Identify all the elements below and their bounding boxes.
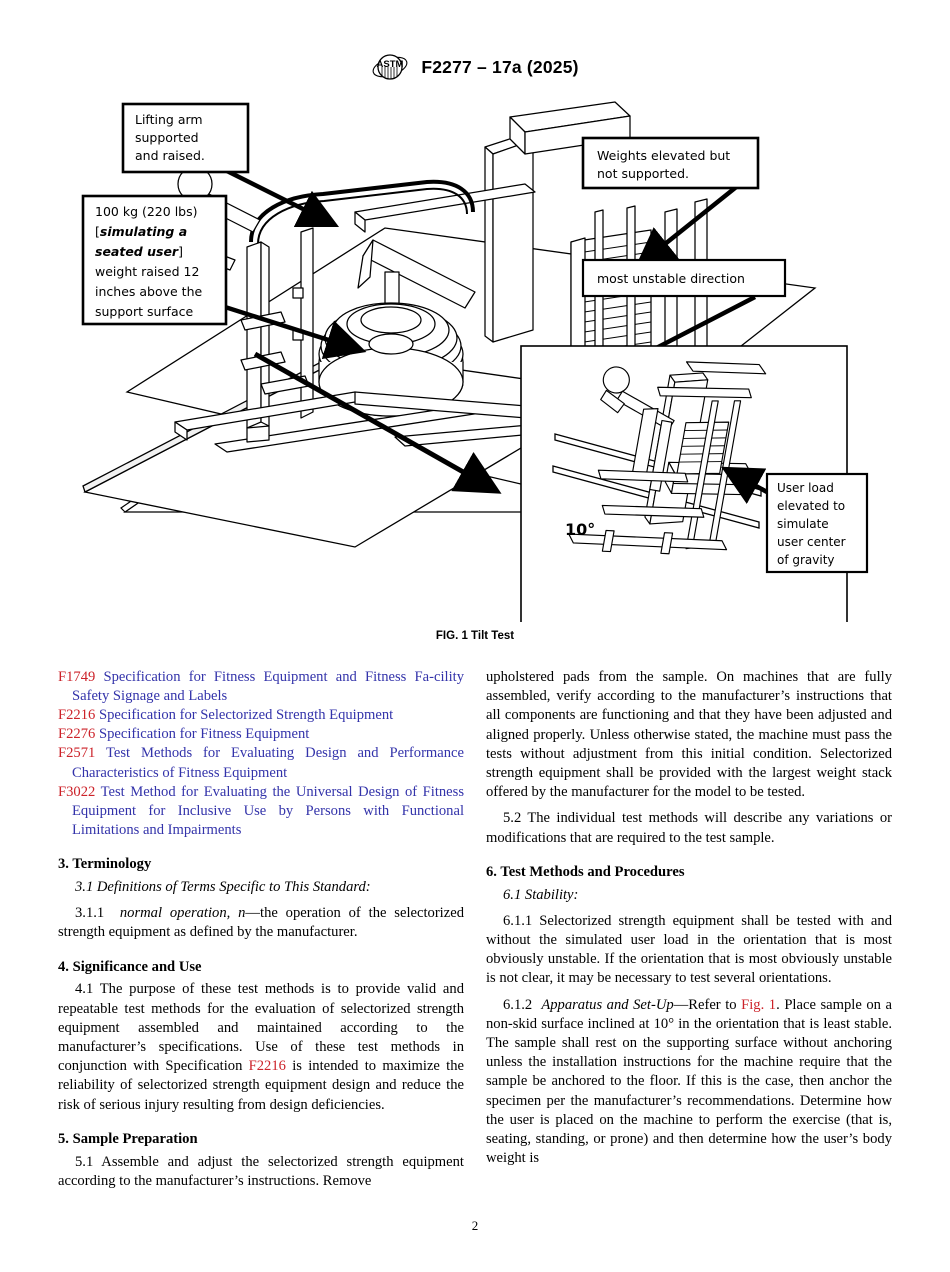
reference-item[interactable]: F2276 Specification for Fitness Equipmen… (58, 725, 464, 744)
callout-lifting-arm-line2: supported (135, 130, 199, 145)
callout-weights-elevated-line2: not supported. (597, 166, 689, 181)
callout-user-load-line1: User load (777, 481, 834, 495)
reference-title[interactable]: Specification for Selectorized Strength … (98, 707, 394, 724)
body-columns: F1749 Specification for Fitness Equipmen… (58, 668, 892, 1191)
callout-user-load-line5: of gravity (777, 553, 835, 567)
figure-reference-link[interactable]: Fig. 1 (741, 996, 777, 1013)
section-heading-test-methods: 6. Test Methods and Procedures (486, 863, 685, 880)
callout-lifting-arm-line3: and raised. (135, 148, 205, 163)
svg-text:ASTM: ASTM (377, 59, 404, 70)
reference-title[interactable]: Test Methods for Evaluating Design and P… (72, 745, 465, 781)
tilt-test-illustration: Lifting arm supported and raised. 100 kg… (81, 101, 869, 622)
figure-1-tilt-test: Lifting arm supported and raised. 100 kg… (55, 92, 895, 622)
paragraph-5-2: 5.2 The individual test methods will des… (486, 810, 892, 846)
callout-user-load-line4: user center (777, 535, 846, 549)
arrow-tilt-direction (253, 351, 502, 494)
callout-weight-line3: seated user] (95, 244, 183, 259)
reference-code[interactable]: F3022 (58, 783, 96, 800)
subsection-title: Apparatus and Set-Up (541, 996, 674, 1013)
right-column: upholstered pads from the sample. On mac… (486, 668, 892, 1191)
reference-item[interactable]: F1749 Specification for Fitness Equipmen… (58, 668, 464, 706)
callout-user-load-line2: elevated to (777, 499, 845, 513)
callout-lifting-arm-line1: Lifting arm (135, 112, 203, 127)
paragraph-text-b: is intended to maximize the reliability … (58, 1058, 464, 1113)
left-column: F1749 Specification for Fitness Equipmen… (58, 668, 464, 1191)
section-heading-terminology: 3. Terminology (58, 855, 152, 872)
paragraph-6-1-2: 6.1.2 Apparatus and Set-Up—Refer to Fig.… (486, 996, 892, 1169)
section-heading-significance: 4. Significance and Use (58, 958, 202, 975)
reference-title[interactable]: Specification for Fitness Equipment (98, 726, 310, 743)
paragraph-text-a: 4.1 The purpose of these test methods is… (58, 981, 464, 1075)
callout-weight-line1: 100 kg (220 lbs) (95, 204, 197, 219)
callout-weight-note: 100 kg (220 lbs) [simulating a seated us… (81, 194, 228, 326)
inline-reference-link[interactable]: F2216 (248, 1058, 286, 1075)
paragraph-text: —the operation of the selectorized stren… (58, 905, 464, 941)
paragraph-4-1: 4.1 The purpose of these test methods is… (58, 980, 464, 1114)
reference-title[interactable]: Specification for Fitness Equipment and … (72, 669, 464, 705)
paragraph-5-1-continued: upholstered pads from the sample. On mac… (486, 669, 892, 801)
page-number: 2 (471, 1218, 479, 1233)
callout-lifting-arm: Lifting arm supported and raised. (121, 102, 250, 174)
paragraph-text-a: —Refer to (673, 996, 742, 1013)
callout-user-load-line3: simulate (777, 517, 829, 531)
callout-weights-elevated: Weights elevated but not supported. (581, 136, 760, 190)
paragraph-number: 3.1.1 (75, 905, 105, 922)
callout-weight-line5: inches above the (95, 284, 202, 299)
reference-item[interactable]: F3022 Test Method for Evaluating the Uni… (58, 783, 464, 840)
callout-most-unstable: most unstable direction (581, 258, 787, 298)
paragraph-5-1: 5.1 Assemble and adjust the selectorized… (58, 1153, 464, 1189)
arrow-weight-note (202, 297, 367, 360)
callout-weights-elevated-line1: Weights elevated but (597, 148, 730, 163)
page-header: ASTM F2277 – 17a (2025) (0, 52, 950, 82)
reference-item[interactable]: F2571 Test Methods for Evaluating Design… (58, 744, 464, 782)
paragraph-3-1-1: 3.1.1 normal operation, n—the operation … (58, 904, 464, 942)
reference-title[interactable]: Test Method for Evaluating the Universal… (72, 783, 465, 838)
inset-tilted-view: 10° User load elevated to simulate user … (520, 345, 869, 622)
astm-logo-icon: ASTM (372, 54, 408, 80)
callout-most-unstable-text: most unstable direction (597, 271, 745, 286)
reference-code[interactable]: F2276 (58, 726, 96, 743)
reference-code[interactable]: F1749 (58, 669, 96, 685)
paragraph-6-1: 6.1 Stability: (503, 886, 579, 903)
defined-term: normal operation, n (119, 905, 246, 922)
paragraph-6-1-1: 6.1.1 Selectorized strength equipment sh… (486, 912, 892, 987)
section-heading-sample-preparation: 5. Sample Preparation (58, 1130, 198, 1147)
inset-angle-label: 10° (565, 520, 595, 539)
callout-weight-line6: support surface (95, 304, 193, 319)
referenced-documents-list: F1749 Specification for Fitness Equipmen… (58, 668, 464, 840)
reference-code[interactable]: F2216 (58, 707, 96, 724)
callout-user-load: User load elevated to simulate user cent… (765, 472, 869, 574)
reference-item[interactable]: F2216 Specification for Selectorized Str… (58, 706, 464, 725)
arrow-lifting-arm (223, 167, 340, 228)
paragraph-3-1: 3.1 Definitions of Terms Specific to Thi… (75, 878, 371, 895)
callout-weight-line2: [simulating a (95, 224, 187, 239)
arrow-user-load (721, 466, 769, 505)
callout-weight-line4: weight raised 12 (95, 264, 199, 279)
standard-designation: F2277 – 17a (2025) (421, 56, 579, 77)
figure-caption: FIG. 1 Tilt Test (435, 630, 515, 642)
paragraph-number: 6.1.2 (503, 996, 533, 1013)
reference-code[interactable]: F2571 (58, 745, 96, 762)
paragraph-text-b: . Place sample on a non-skid surface inc… (486, 996, 892, 1167)
